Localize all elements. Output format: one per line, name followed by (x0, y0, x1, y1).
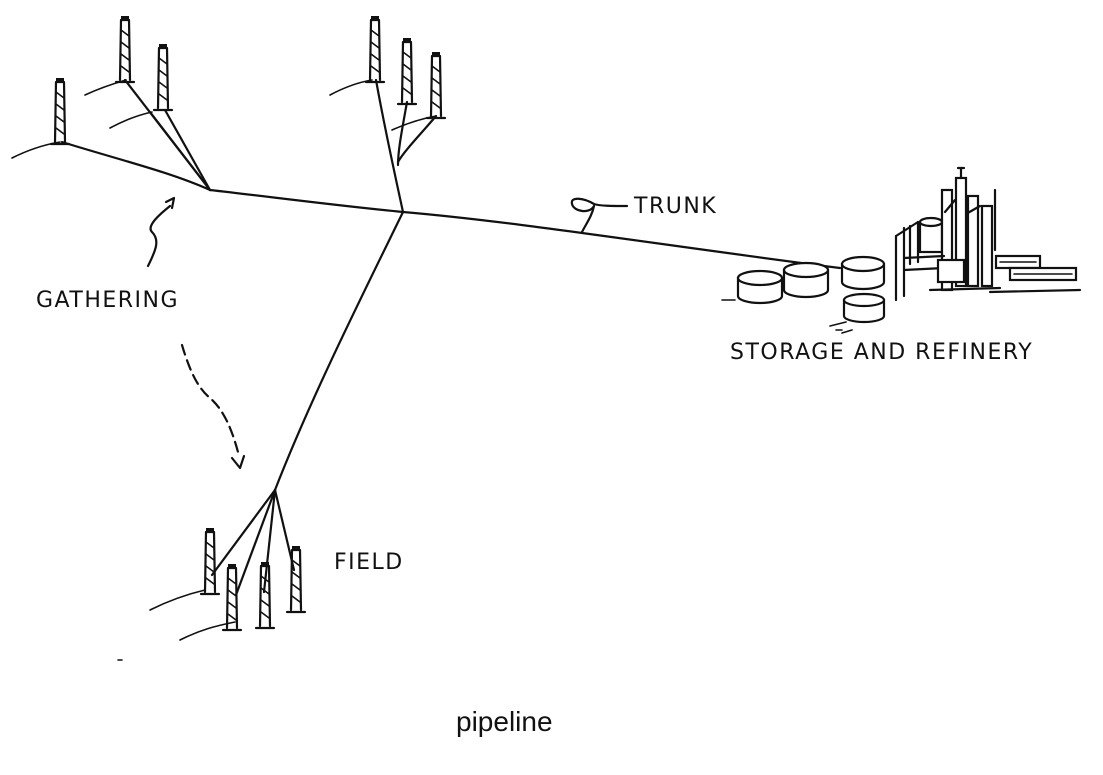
gathering-line (163, 108, 212, 192)
gathering-line (210, 488, 277, 577)
trunk-line (208, 188, 842, 270)
gathering-line (148, 110, 212, 192)
arrow-head-icon (230, 454, 246, 470)
gathering-line (234, 488, 277, 597)
gathering-label: GATHERING (36, 288, 180, 313)
oil-derrick-icon (114, 14, 136, 84)
storage-tank-icon (782, 261, 830, 299)
gathering-line (60, 140, 212, 192)
gathering-line (262, 488, 277, 594)
gathering-pointer-arrow (180, 343, 240, 454)
arrow-head-icon (164, 196, 176, 210)
oil-derrick-icon (221, 562, 243, 632)
oil-derrick-icon (364, 14, 386, 84)
tick-mark (841, 329, 853, 334)
gathering-cluster-center (329, 14, 447, 214)
storage-tank-icon (842, 292, 886, 324)
ground-line (329, 79, 373, 96)
field-label: FIELD (334, 550, 404, 575)
trunk-label: TRUNK (634, 194, 718, 219)
oil-derrick-icon (152, 42, 174, 112)
ground-line (721, 299, 847, 331)
oil-derrick-icon (254, 560, 276, 630)
oil-derrick-icon (49, 76, 71, 146)
storage-tank-icon (736, 269, 784, 305)
gathering-line (273, 488, 296, 572)
storage-tank-icon (840, 255, 886, 291)
storage-refinery-label: STORAGE AND REFINERY (730, 340, 1034, 365)
refinery-icon (894, 166, 1082, 302)
oil-derrick-icon (396, 36, 418, 106)
oil-derrick-icon (199, 526, 221, 596)
ground-line (109, 111, 153, 129)
oil-derrick-icon (425, 50, 447, 120)
storage-refinery (721, 166, 1082, 331)
ground-line (179, 621, 236, 641)
gathering-line (374, 78, 405, 214)
gathering-line (273, 210, 405, 492)
gathering-cluster-left (11, 14, 212, 192)
field-cluster (117, 210, 405, 661)
gathering-line (396, 114, 438, 164)
ground-line (391, 115, 437, 131)
gathering-pointer-arrow (146, 204, 172, 268)
figure-caption: pipeline (456, 706, 553, 737)
ground-line (149, 589, 206, 611)
trunk-pointer-loop (570, 197, 629, 234)
